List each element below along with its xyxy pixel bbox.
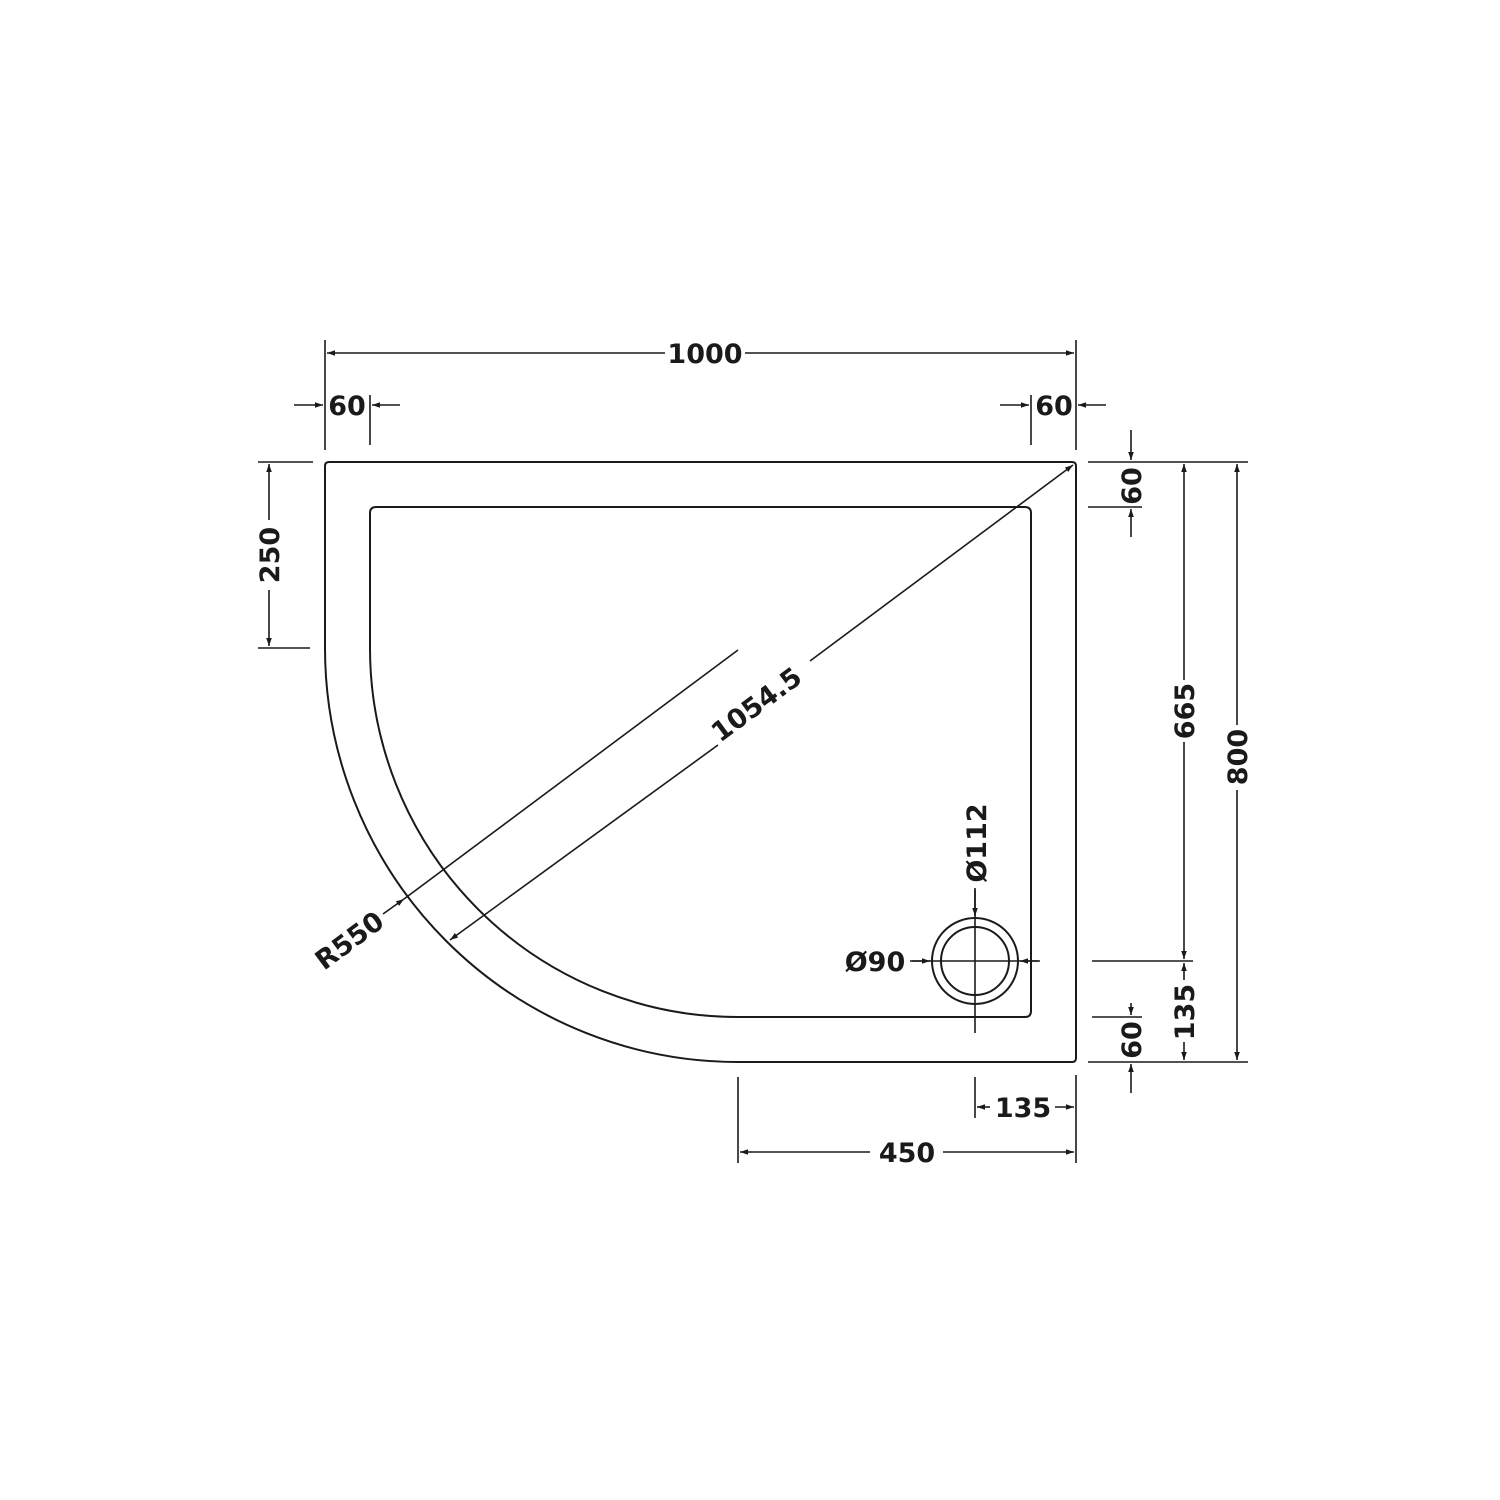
- dim-waste-to-right: 135: [974, 1075, 1077, 1163]
- dim-left-straight: 250: [255, 461, 313, 649]
- dim-overall-width: 1000: [324, 339, 1077, 450]
- dim-label-1054-5: 1054.5: [706, 662, 808, 749]
- dim-overall-depth: 800: [1088, 464, 1254, 1063]
- dim-label-135-bottom: 135: [995, 1093, 1051, 1124]
- dim-label-d112: Ø112: [962, 803, 993, 882]
- dim-label-450: 450: [879, 1138, 935, 1169]
- dim-label-250: 250: [255, 527, 286, 583]
- dim-waste-outer: Ø112: [962, 803, 993, 916]
- dim-left-rim: 60: [294, 391, 400, 445]
- dim-waste-inner: Ø90: [845, 947, 1038, 978]
- dim-label-60-bottom: 60: [1117, 1021, 1148, 1059]
- dim-top-rim: 60: [1088, 430, 1248, 537]
- tray-outer-outline: [324, 461, 1077, 1063]
- dim-waste-to-top: 665: [1092, 464, 1201, 962]
- dim-bottom-straight: 450: [737, 1077, 1074, 1169]
- tray-inner-outline: [369, 506, 1032, 1018]
- dim-label-135-right: 135: [1170, 984, 1201, 1040]
- dim-label-60-right: 60: [1035, 391, 1073, 422]
- dim-label-1000: 1000: [667, 339, 742, 370]
- dim-label-800: 800: [1223, 729, 1254, 785]
- dim-bottom-rim: 60: [1092, 1003, 1148, 1093]
- dim-label-r550: R550: [310, 906, 390, 977]
- dim-waste-to-bottom: 135: [1170, 963, 1201, 1060]
- dim-label-60-top: 60: [1117, 467, 1148, 505]
- dim-right-rim: 60: [1000, 391, 1106, 445]
- dim-label-665: 665: [1170, 683, 1201, 739]
- dim-label-d90: Ø90: [845, 947, 906, 978]
- dim-label-60-left: 60: [328, 391, 366, 422]
